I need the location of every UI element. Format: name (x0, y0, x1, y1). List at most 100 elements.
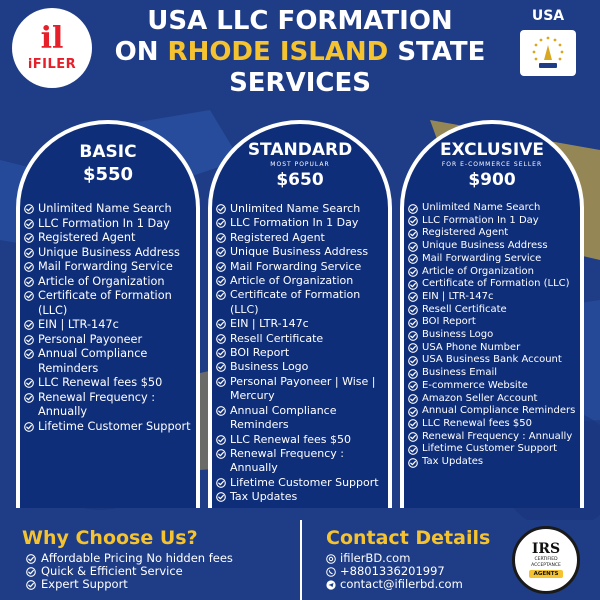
feature-item: Unique Business Address (408, 240, 584, 253)
plan-header-basic: BASIC $550 (14, 142, 202, 186)
feature-item: LLC Formation In 1 Day (408, 215, 584, 228)
check-circle-icon (216, 319, 226, 330)
feature-text: Annual Compliance Reminders (230, 403, 337, 432)
check-circle-icon (24, 392, 34, 403)
why-item: Quick & Efficient Service (26, 565, 233, 578)
feature-text: Unlimited Name Search (230, 202, 361, 215)
feature-item: EIN | LTR-147c (216, 317, 392, 331)
feature-text: Article of Organization (422, 265, 535, 277)
logo-text: iFILER (27, 57, 77, 72)
feature-text: Business Logo (230, 360, 309, 374)
plan-card-exclusive: EXCLUSIVE FOR E-COMMERCE SELLER $900 Unl… (398, 120, 586, 508)
feature-item: Amazon Seller Account (408, 393, 584, 406)
feature-text: LLC Formation In 1 Day (422, 214, 539, 226)
feature-text: Tax Updates (230, 490, 298, 504)
why-item: Affordable Pricing No hidden fees (26, 552, 233, 565)
telegram-icon (326, 579, 336, 590)
check-circle-icon (408, 419, 418, 430)
feature-item: Registered Agent (216, 231, 392, 245)
feature-text: E-commerce Website (422, 379, 528, 391)
feature-text: Unlimited Name Search (422, 202, 541, 213)
plan-price: $550 (82, 164, 134, 185)
check-circle-icon (24, 334, 34, 345)
check-circle-icon (216, 405, 226, 416)
feature-item: E-commerce Website (408, 380, 584, 393)
feature-text: Unique Business Address (422, 240, 548, 252)
feature-text: Business Logo (422, 329, 494, 341)
feature-text: Unique Business Address (230, 245, 369, 259)
check-circle-icon (216, 232, 226, 243)
feature-item: Registered Agent (408, 227, 584, 240)
feature-item: USA Phone Number (408, 342, 584, 355)
feature-text: Business Email (422, 367, 498, 379)
check-circle-icon (408, 368, 418, 379)
feature-item: Renewal Frequency : Annually (408, 431, 584, 444)
check-circle-icon (408, 305, 418, 315)
plan-name: STANDARD (247, 140, 353, 160)
plan-header-standard: STANDARD MOST POPULAR $650 (206, 140, 394, 191)
contact-item-text[interactable]: ifilerBD.com (340, 551, 411, 565)
feature-text: Personal Payoneer (38, 332, 143, 346)
feature-text: Certificate of Formation (LLC) (230, 288, 361, 316)
feature-item: Unique Business Address (24, 246, 200, 261)
check-circle-icon (216, 434, 226, 445)
feature-text: Tax Updates (422, 456, 484, 468)
check-circle-icon (408, 457, 418, 468)
contact-item[interactable]: ifilerBD.com (326, 552, 463, 565)
at-icon (326, 553, 336, 564)
feature-item: BOI Report (216, 346, 392, 360)
check-circle-icon (216, 204, 226, 214)
check-circle-icon (408, 330, 418, 341)
check-circle-icon (408, 432, 418, 443)
title-highlight: RHODE ISLAND (167, 37, 389, 67)
irs-badge-title: IRS (531, 541, 561, 557)
check-circle-icon (216, 348, 226, 358)
title-line-3: SERVICES (229, 68, 371, 98)
feature-item: BOI Report (408, 316, 584, 329)
why-item-text: Affordable Pricing No hidden fees (41, 551, 233, 565)
why-item-text: Expert Support (41, 577, 128, 591)
check-circle-icon (24, 421, 34, 432)
feature-item: Annual Compliance Reminders (24, 347, 200, 376)
contact-item-text[interactable]: +8801336201997 (340, 564, 445, 578)
feature-text: Registered Agent (422, 227, 509, 239)
check-circle-icon (26, 566, 36, 577)
check-circle-icon (408, 254, 418, 265)
irs-badge-line-2: ACCEPTANCE (531, 562, 561, 568)
feature-item: Business Logo (408, 329, 584, 342)
feature-item: Lifetime Customer Support (216, 476, 392, 490)
contact-item-text[interactable]: contact@ifilerbd.com (340, 577, 463, 591)
check-circle-icon (408, 267, 418, 277)
feature-text: Unlimited Name Search (38, 202, 172, 215)
feature-item: Annual Compliance Reminders (216, 404, 392, 433)
feature-item: Mail Forwarding Service (408, 253, 584, 266)
check-circle-icon (408, 292, 418, 303)
feature-item: LLC Formation In 1 Day (216, 216, 392, 230)
feature-text: USA Business Bank Account (422, 354, 562, 366)
check-circle-icon (26, 579, 36, 590)
feature-item: Annual Compliance Reminders (408, 405, 584, 418)
irs-badge-line-1: CERTIFIED (534, 557, 558, 562)
check-circle-icon (408, 445, 418, 455)
plan-name: BASIC (79, 142, 137, 162)
check-circle-icon (408, 406, 418, 417)
feature-item: LLC Renewal fees $50 (408, 418, 584, 431)
irs-acceptance-agent-badge: IRS CERTIFIED ACCEPTANCE AGENTS (512, 526, 580, 594)
check-circle-icon (24, 247, 34, 258)
why-choose-us-title: Why Choose Us? (22, 527, 198, 549)
feature-text: Renewal Frequency : Annually (230, 446, 344, 475)
check-circle-icon (408, 229, 418, 239)
contact-item[interactable]: contact@ifilerbd.com (326, 578, 463, 591)
feature-item: Mail Forwarding Service (216, 260, 392, 274)
check-circle-icon (408, 279, 418, 290)
why-item: Expert Support (26, 578, 233, 591)
feature-item: EIN | LTR-147c (408, 291, 584, 304)
check-circle-icon (24, 320, 34, 330)
feature-item: Unlimited Name Search (216, 202, 392, 216)
feature-text: Article of Organization (230, 274, 354, 288)
contact-item[interactable]: +8801336201997 (326, 565, 463, 578)
check-circle-icon (216, 218, 226, 229)
feature-item: Renewal Frequency : Annually (24, 391, 200, 420)
